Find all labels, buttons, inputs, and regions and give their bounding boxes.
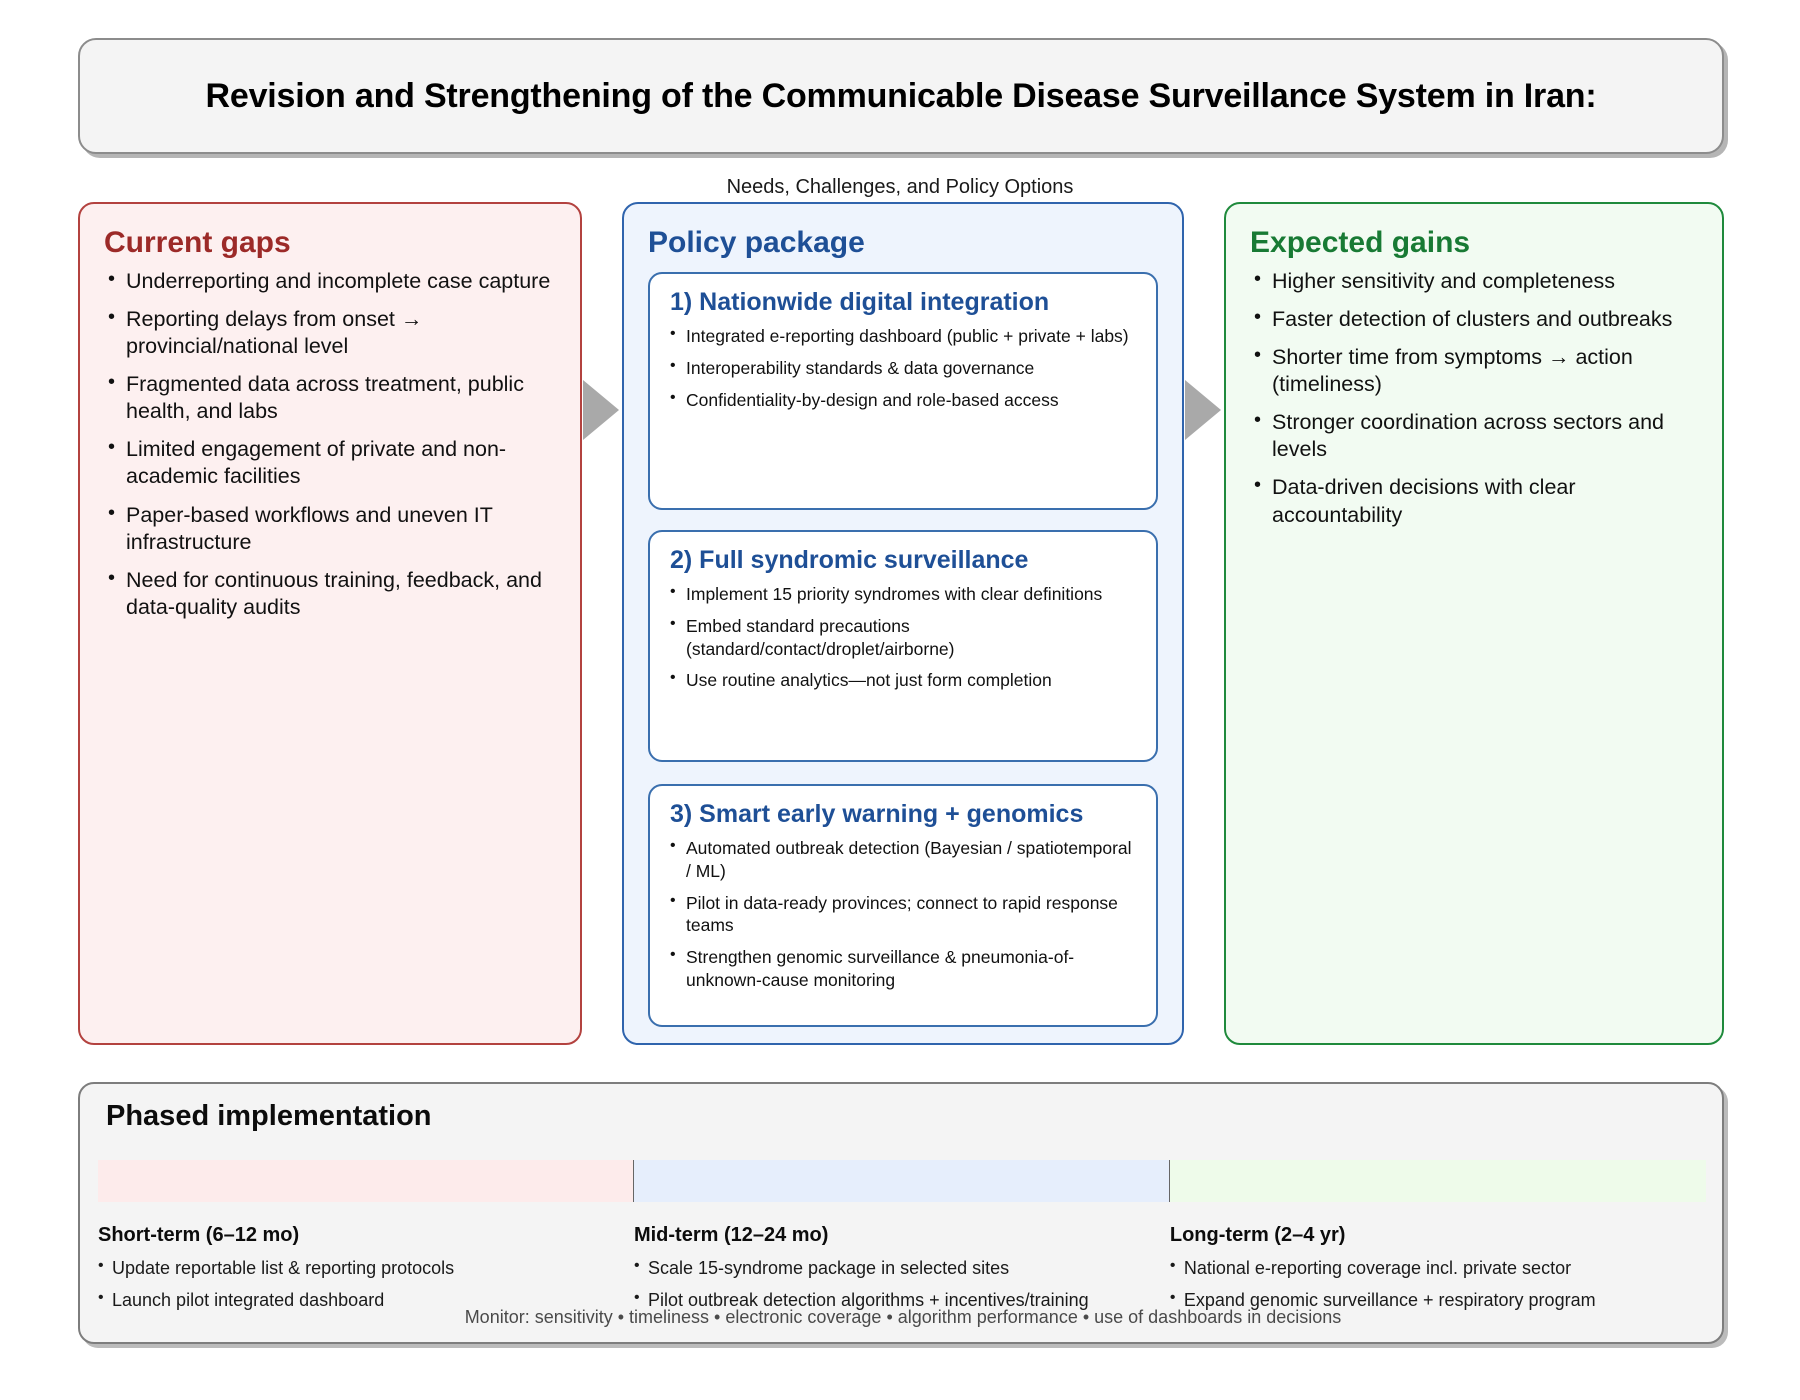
list-item: Strengthen genomic surveillance & pneumo…	[670, 945, 1138, 992]
policy-card-1-title: 1) Nationwide digital integration	[670, 288, 1050, 316]
current-gaps-title: Current gaps	[104, 226, 291, 259]
list-item: Faster detection of clusters and outbrea…	[1254, 305, 1696, 333]
list-item: Automated outbreak detection (Bayesian /…	[670, 836, 1138, 883]
list-item: Pilot in data-ready provinces; connect t…	[670, 891, 1138, 938]
policy-card-1: 1) Nationwide digital integration Integr…	[648, 272, 1158, 510]
arrow-right-icon-policy-to-gains	[1185, 380, 1221, 440]
phase-segment-long-term	[1170, 1160, 1706, 1202]
list-item: Paper-based workflows and uneven IT infr…	[108, 501, 554, 556]
panel-phased-implementation: Phased implementation Short-term (6–12 m…	[78, 1082, 1724, 1344]
arrow-right-icon-gaps-to-policy	[583, 380, 619, 440]
policy-card-2-list: Implement 15 priority syndromes with cle…	[666, 582, 1140, 692]
list-item: Confidentiality-by-design and role-based…	[670, 388, 1138, 412]
phased-implementation-title: Phased implementation	[106, 1100, 432, 1132]
phase-label-long-term: Long-term (2–4 yr)	[1169, 1224, 1346, 1246]
list-item: Use routine analytics—not just form comp…	[670, 668, 1138, 692]
phase-list-short-term: Update reportable list & reporting proto…	[98, 1256, 614, 1312]
phase-list-mid-term: Scale 15-syndrome package in selected si…	[634, 1256, 1150, 1312]
current-gaps-list: Underreporting and incomplete case captu…	[80, 267, 580, 621]
phase-timeline-bar	[98, 1160, 1706, 1202]
policy-card-2-title: 2) Full syndromic surveillance	[670, 546, 1029, 574]
list-item: Scale 15-syndrome package in selected si…	[634, 1256, 1150, 1280]
list-item: Launch pilot integrated dashboard	[98, 1288, 614, 1312]
page-subtitle: Needs, Challenges, and Policy Options	[726, 176, 1074, 198]
list-item: Update reportable list & reporting proto…	[98, 1256, 614, 1280]
policy-card-3-list: Automated outbreak detection (Bayesian /…	[666, 836, 1140, 992]
list-item: Interoperability standards & data govern…	[670, 356, 1138, 380]
phase-column-long-term: Long-term (2–4 yr) National e-reporting …	[1170, 1224, 1706, 1320]
phase-label-short-term: Short-term (6–12 mo)	[98, 1224, 300, 1246]
list-item: Shorter time from symptoms → action (tim…	[1254, 343, 1696, 398]
expected-gains-title: Expected gains	[1250, 226, 1471, 259]
list-item: Limited engagement of private and non-ac…	[108, 435, 554, 490]
phase-columns: Short-term (6–12 mo) Update reportable l…	[98, 1224, 1706, 1320]
panel-current-gaps: Current gaps Underreporting and incomple…	[78, 202, 582, 1045]
list-item: Implement 15 priority syndromes with cle…	[670, 582, 1138, 606]
expected-gains-list: Higher sensitivity and completeness Fast…	[1226, 267, 1722, 529]
list-item: Expand genomic surveillance + respirator…	[1170, 1288, 1686, 1312]
list-item: Stronger coordination across sectors and…	[1254, 408, 1696, 463]
policy-card-3-title: 3) Smart early warning + genomics	[670, 800, 1084, 828]
panel-expected-gains: Expected gains Higher sensitivity and co…	[1224, 202, 1724, 1045]
phase-column-mid-term: Mid-term (12–24 mo) Scale 15-syndrome pa…	[634, 1224, 1170, 1320]
list-item: Integrated e-reporting dashboard (public…	[670, 324, 1138, 348]
policy-card-2: 2) Full syndromic surveillance Implement…	[648, 530, 1158, 762]
list-item: National e-reporting coverage incl. priv…	[1170, 1256, 1686, 1280]
policy-card-1-list: Integrated e-reporting dashboard (public…	[666, 324, 1140, 412]
title-banner: Revision and Strengthening of the Commun…	[78, 38, 1724, 154]
list-item: Embed standard precautions (standard/con…	[670, 614, 1138, 661]
list-item: Need for continuous training, feedback, …	[108, 566, 554, 621]
phase-column-short-term: Short-term (6–12 mo) Update reportable l…	[98, 1224, 634, 1320]
policy-package-title: Policy package	[648, 226, 865, 259]
monitor-indicators-note: Monitor: sensitivity • timeliness • elec…	[464, 1307, 1342, 1327]
phase-label-mid-term: Mid-term (12–24 mo)	[633, 1224, 829, 1246]
list-item: Reporting delays from onset → provincial…	[108, 305, 554, 360]
list-item: Underreporting and incomplete case captu…	[108, 267, 554, 295]
policy-card-3: 3) Smart early warning + genomics Automa…	[648, 784, 1158, 1027]
phase-segment-short-term	[98, 1160, 635, 1202]
list-item: Higher sensitivity and completeness	[1254, 267, 1696, 295]
list-item: Fragmented data across treatment, public…	[108, 370, 554, 425]
phase-segment-mid-term	[634, 1160, 1171, 1202]
page-title: Revision and Strengthening of the Commun…	[205, 76, 1597, 115]
list-item: Data-driven decisions with clear account…	[1254, 473, 1696, 528]
list-item: Pilot outbreak detection algorithms + in…	[634, 1288, 1150, 1312]
phase-list-long-term: National e-reporting coverage incl. priv…	[1170, 1256, 1686, 1312]
